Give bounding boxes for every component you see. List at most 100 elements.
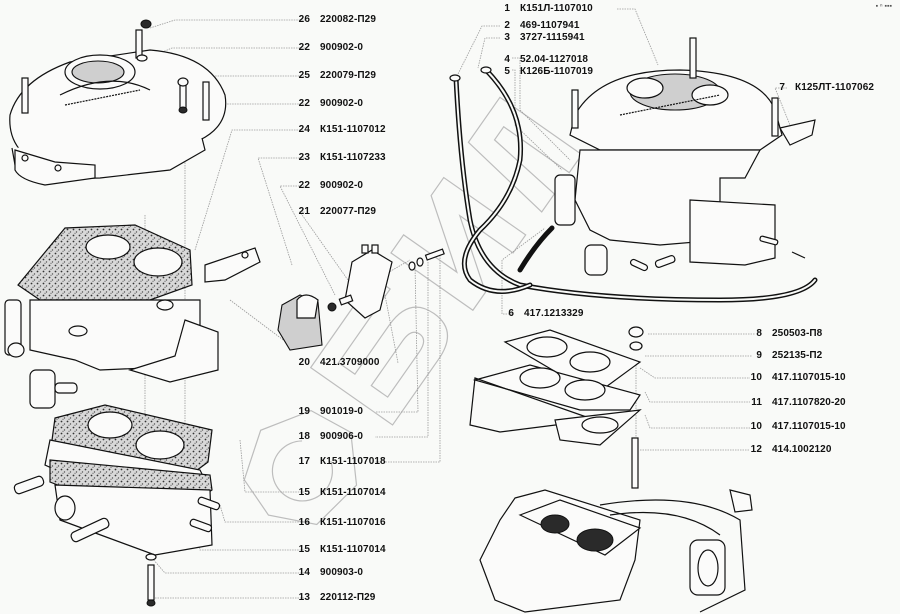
callout-number: 13 bbox=[298, 592, 310, 603]
callout-number: 25 bbox=[298, 70, 310, 81]
part-number: 250503-П8 bbox=[772, 328, 823, 339]
callout-number: 3 bbox=[504, 32, 510, 43]
callout-22: 22 900902-0 bbox=[292, 42, 363, 54]
watermark-letter-i bbox=[390, 176, 527, 312]
part-number: 220077-П29 bbox=[320, 206, 377, 217]
callout-number: 15 bbox=[298, 487, 310, 498]
part-number: К151-1107014 bbox=[320, 487, 386, 498]
callout-number: 16 bbox=[298, 517, 310, 528]
carburetor-float-chamber-body bbox=[4, 224, 261, 409]
micro-switch-assembly bbox=[277, 244, 445, 351]
carburetor-assembly bbox=[554, 37, 816, 276]
callout-8: 8 250503-П8 bbox=[744, 328, 822, 340]
callout-number: 22 bbox=[298, 42, 310, 53]
part-number: 417.1107820-20 bbox=[772, 397, 846, 408]
corner-mark: ▪ ⁿ ▪▪▪ bbox=[875, 3, 892, 10]
throttle-body-and-gaskets bbox=[13, 404, 221, 607]
callout-13: 13 220112-П29 bbox=[292, 592, 376, 604]
callout-4: 4 52.04-1127018 bbox=[492, 54, 588, 66]
intake-gaskets-and-manifold bbox=[469, 326, 753, 613]
part-number: 52.04-1127018 bbox=[520, 54, 589, 65]
part-number: К125ЛТ-1107062 bbox=[795, 82, 875, 93]
watermark-letter-el bbox=[467, 96, 583, 213]
part-number: 901019-0 bbox=[320, 406, 364, 417]
callout-number: 2 bbox=[504, 20, 510, 31]
callout-21: 21 220077-П29 bbox=[292, 206, 376, 218]
callout-2: 2 469-1107941 bbox=[492, 20, 580, 32]
leader-lines-right bbox=[454, 8, 791, 451]
callout-17: 17 К151-1107018 bbox=[292, 456, 386, 468]
callout-number: 7 bbox=[779, 82, 785, 93]
part-number: 900902-0 bbox=[320, 98, 364, 109]
part-number: К151-1107233 bbox=[320, 152, 386, 163]
callout-7: 7 К125ЛТ-1107062 bbox=[767, 82, 874, 94]
part-number: К126Б-1107019 bbox=[520, 66, 593, 77]
callout-number: 18 bbox=[298, 431, 310, 442]
part-number: 417.1107015-10 bbox=[772, 372, 846, 383]
part-number: 417.1107015-10 bbox=[772, 421, 846, 432]
callout-number: 1 bbox=[504, 3, 510, 14]
callout-number: 6 bbox=[508, 308, 514, 319]
fuel-hoses bbox=[449, 66, 818, 303]
part-number: 900902-0 bbox=[320, 180, 364, 191]
callout-19: 19 901019-0 bbox=[292, 406, 363, 418]
callout-number: 10 bbox=[750, 372, 762, 383]
callout-number: 21 bbox=[298, 206, 310, 217]
part-number: 900902-0 bbox=[320, 42, 364, 53]
callout-18: 18 900906-0 bbox=[292, 431, 363, 443]
part-number: 252135-П2 bbox=[772, 350, 823, 361]
part-number: 469-1107941 bbox=[520, 20, 580, 31]
callout-24: 24 К151-1107012 bbox=[292, 124, 386, 136]
callout-15: 15 К151-1107014 bbox=[292, 487, 386, 499]
part-number: 220112-П29 bbox=[320, 592, 376, 603]
callout-26: 26 220082-П29 bbox=[292, 14, 376, 26]
part-number: 414.1002120 bbox=[772, 444, 832, 455]
callout-number: 11 bbox=[751, 397, 762, 408]
part-number: 421.3709000 bbox=[320, 357, 380, 368]
callout-16: 16 К151-1107016 bbox=[292, 517, 386, 529]
callout-number: 9 bbox=[756, 350, 762, 361]
watermark-letter-be bbox=[309, 276, 448, 426]
callout-12: 12 414.1002120 bbox=[744, 444, 832, 456]
callout-number: 26 bbox=[298, 14, 310, 25]
callout-number: 8 bbox=[756, 328, 762, 339]
callout-22: 22 900902-0 bbox=[292, 98, 363, 110]
part-number: 900906-0 bbox=[320, 431, 364, 442]
callout-number: 20 bbox=[298, 357, 310, 368]
callout-22: 22 900902-0 bbox=[292, 180, 363, 192]
watermark-letter-be-inner bbox=[370, 331, 425, 398]
part-number: 900903-0 bbox=[320, 567, 364, 578]
part-number: К151-1107018 bbox=[320, 456, 386, 467]
callout-20: 20 421.3709000 bbox=[292, 357, 380, 369]
watermark-copyright-c bbox=[271, 440, 333, 502]
callout-14: 14 900903-0 bbox=[292, 567, 363, 579]
callout-number: 5 bbox=[504, 66, 510, 77]
part-number: 3727-1115941 bbox=[520, 32, 585, 43]
callout-number: 4 bbox=[504, 54, 510, 65]
part-number: К151-1107014 bbox=[320, 544, 386, 555]
callout-number: 17 bbox=[298, 456, 310, 467]
callout-6: 6 417.1213329 bbox=[496, 308, 584, 320]
callout-number: 24 bbox=[298, 124, 310, 135]
callout-number: 22 bbox=[298, 180, 310, 191]
callout-number: 22 bbox=[298, 98, 310, 109]
part-number: 220082-П29 bbox=[320, 14, 377, 25]
callout-number: 19 bbox=[298, 406, 310, 417]
part-number: 220079-П29 bbox=[320, 70, 377, 81]
callout-10: 10 417.1107015-10 bbox=[744, 372, 846, 384]
callout-number: 14 bbox=[298, 567, 310, 578]
watermark bbox=[243, 96, 583, 526]
watermark-copyright-outline bbox=[243, 409, 358, 526]
callout-number: 12 bbox=[750, 444, 762, 455]
callout-number: 15 bbox=[298, 544, 310, 555]
callout-15: 15 К151-1107014 bbox=[292, 544, 386, 556]
part-number: К151-1107016 bbox=[320, 517, 386, 528]
carburetor-top-cover bbox=[9, 19, 227, 186]
part-number: К151-1107012 bbox=[320, 124, 386, 135]
part-number: 417.1213329 bbox=[524, 308, 584, 319]
callout-11: 11 417.1107820-20 bbox=[744, 397, 846, 409]
